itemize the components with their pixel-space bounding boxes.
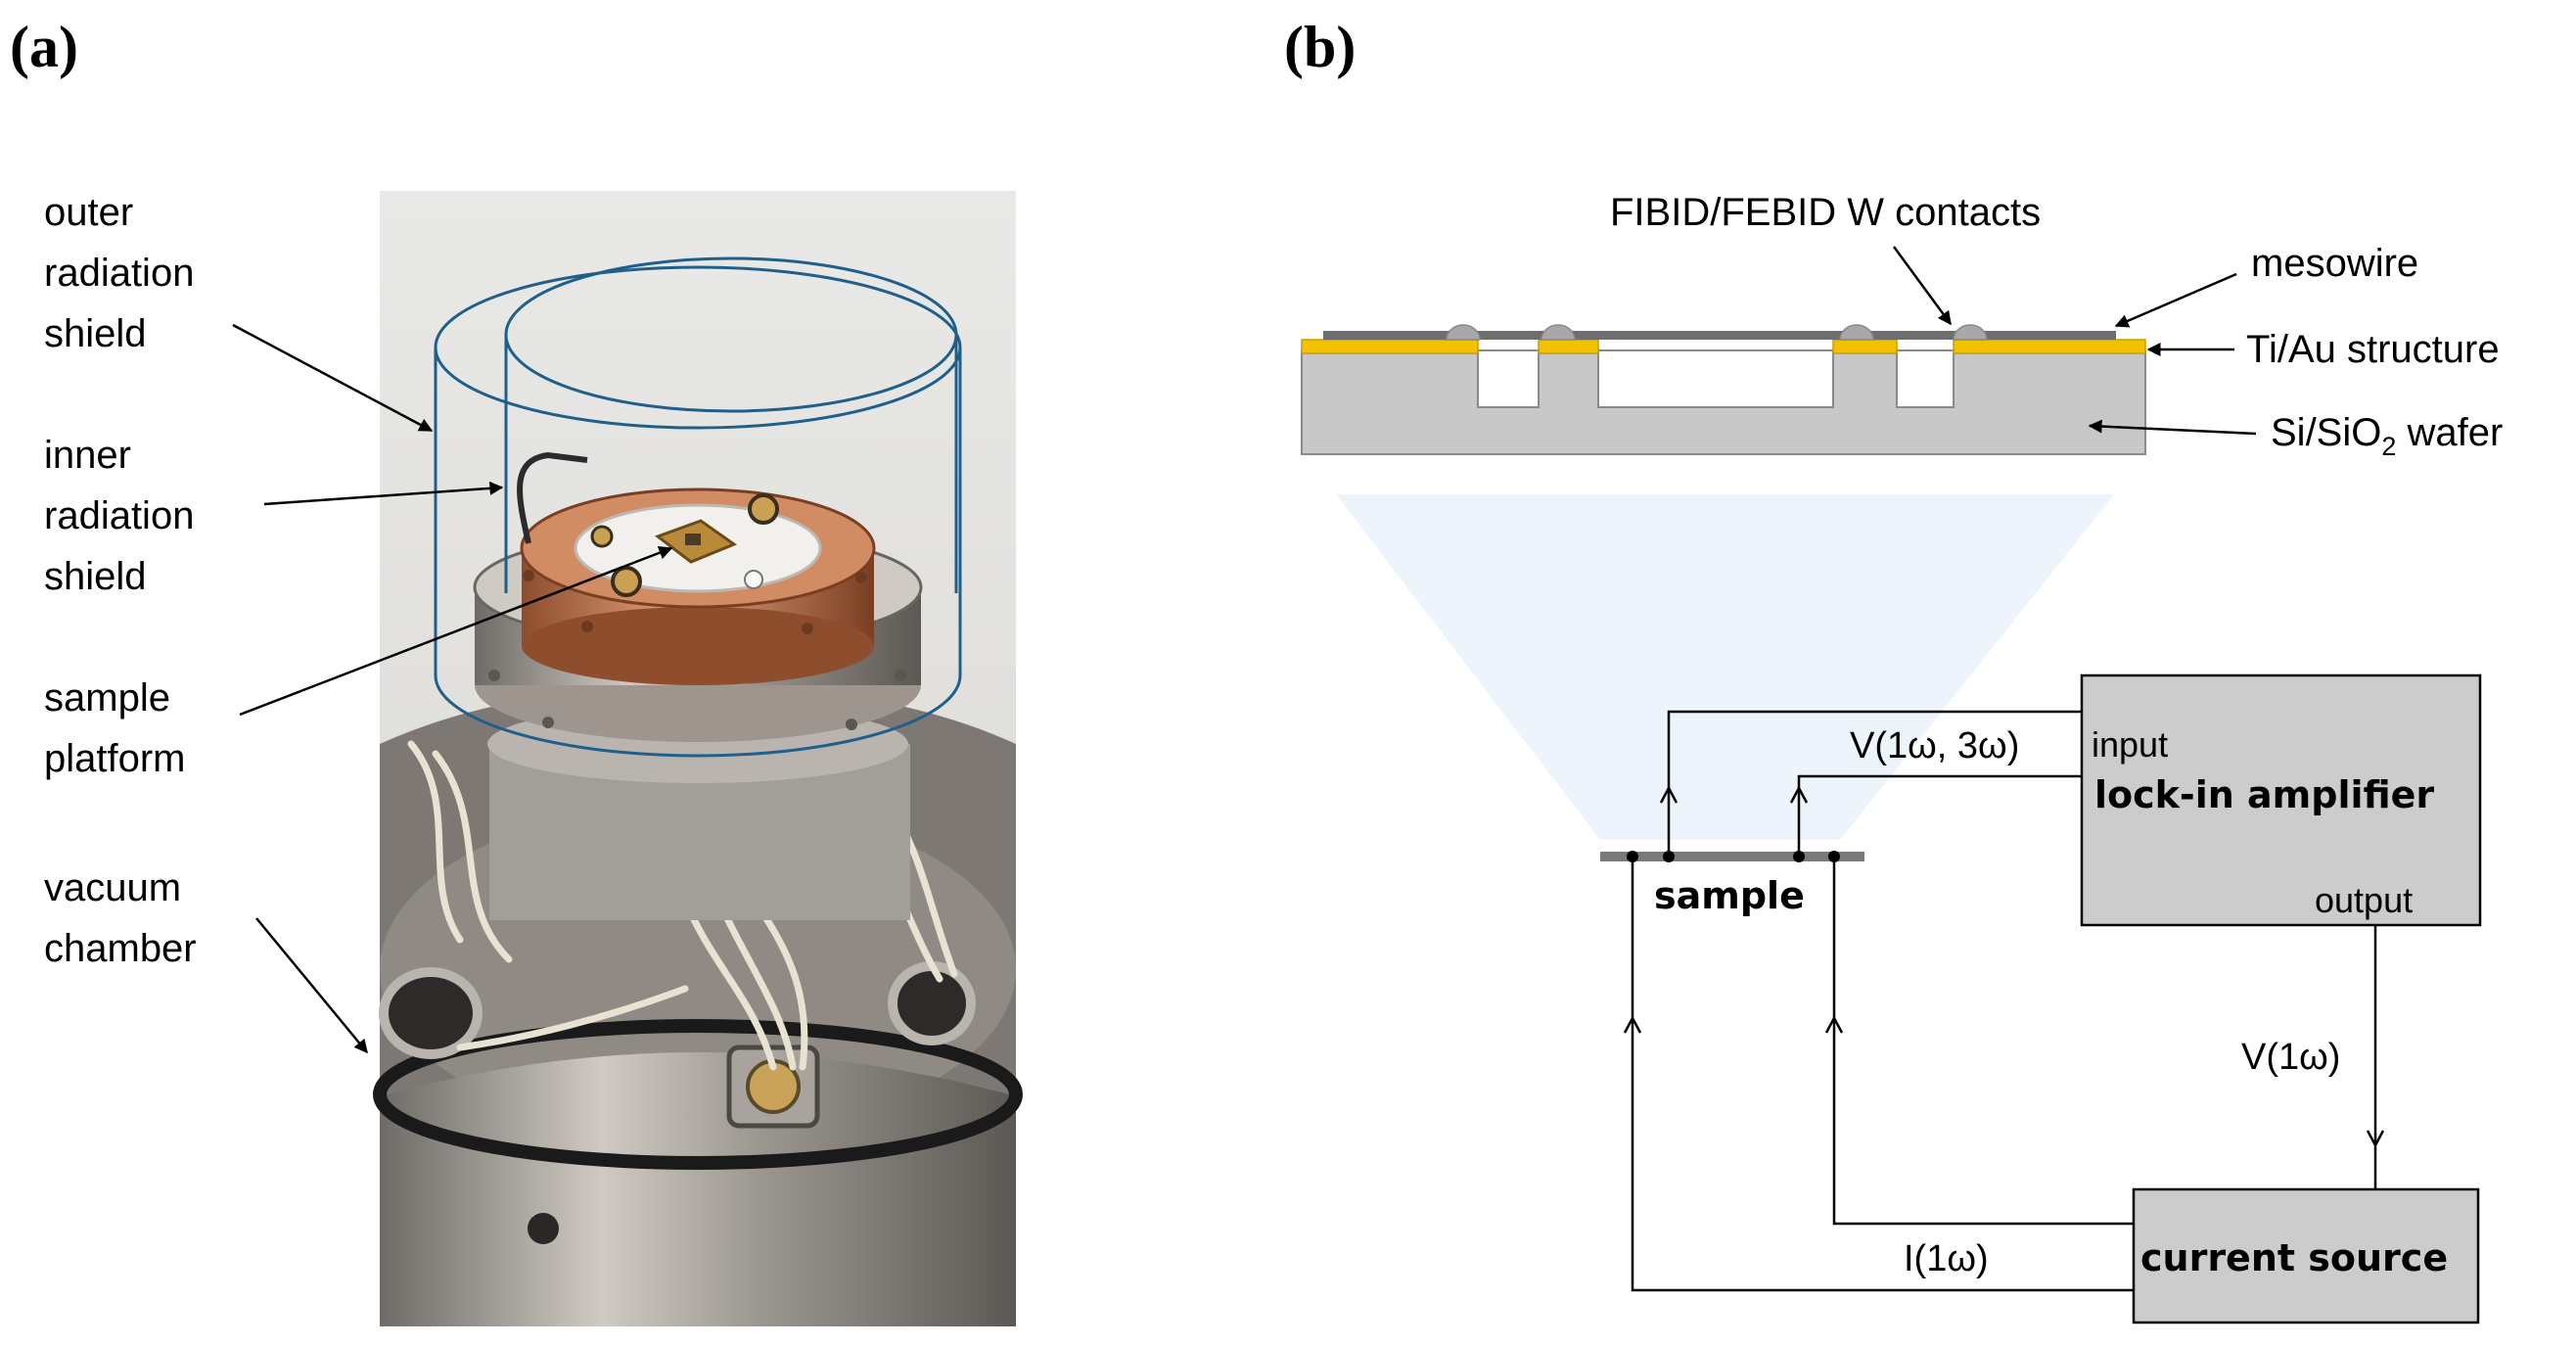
v-ref-label: V(1ω)	[2241, 1037, 2340, 1078]
current-source-box	[2132, 1187, 2480, 1324]
mesowire-label: mesowire	[2251, 242, 2418, 285]
zoom-cone	[1336, 494, 2114, 840]
contacts-label: FIBID/FEBID W contacts	[1610, 191, 2041, 234]
cryostat-photo	[373, 191, 1023, 1326]
w-contacts	[1446, 324, 1988, 341]
v-signal-label: V(1ω, 3ω)	[1850, 725, 2019, 766]
sample-label: sample	[1654, 874, 1805, 917]
lockin-amplifier-label: lock-in amplifier	[2094, 773, 2434, 816]
current-source-label: current source	[2140, 1236, 2448, 1279]
wafer-arrow	[2088, 419, 2257, 436]
sample-platform-label: sample platform	[44, 676, 186, 780]
circuit: sample input lock-in amplifier output cu…	[1600, 673, 2482, 1324]
sample-platform-arrow	[239, 546, 673, 717]
sample-strip	[1600, 852, 1864, 861]
cross-section	[1301, 324, 2146, 455]
mesowire	[1323, 331, 2116, 340]
tiau-label: Ti/Au structure	[2246, 328, 2500, 371]
lockin-amplifier-box	[2080, 673, 2482, 927]
inner-shield-arrow	[263, 481, 504, 506]
wafer-label: Si/SiO2 wafer	[2271, 411, 2503, 461]
lockin-input-label: input	[2092, 724, 2168, 765]
mesowire-arrow	[2114, 272, 2237, 328]
outer-radiation-shield-label: outer radiation shield	[44, 191, 206, 355]
lockin-output-label: output	[2315, 880, 2413, 920]
contacts-arrow	[1892, 246, 1953, 326]
vacuum-chamber-label: vacuum chamber	[44, 866, 197, 970]
i-signal-label: I(1ω)	[1904, 1238, 1989, 1279]
inner-radiation-shield-label: inner radiation shield	[44, 434, 206, 598]
inner-radiation-shield-outline	[504, 256, 958, 593]
panel-a-label: (a)	[10, 15, 78, 79]
outer-shield-arrow	[232, 323, 434, 433]
tiau-pads	[1301, 339, 2146, 354]
panel-b-label: (b)	[1284, 15, 1356, 79]
outer-radiation-shield-outline	[434, 265, 962, 758]
vacuum-chamber-arrow	[255, 917, 368, 1054]
